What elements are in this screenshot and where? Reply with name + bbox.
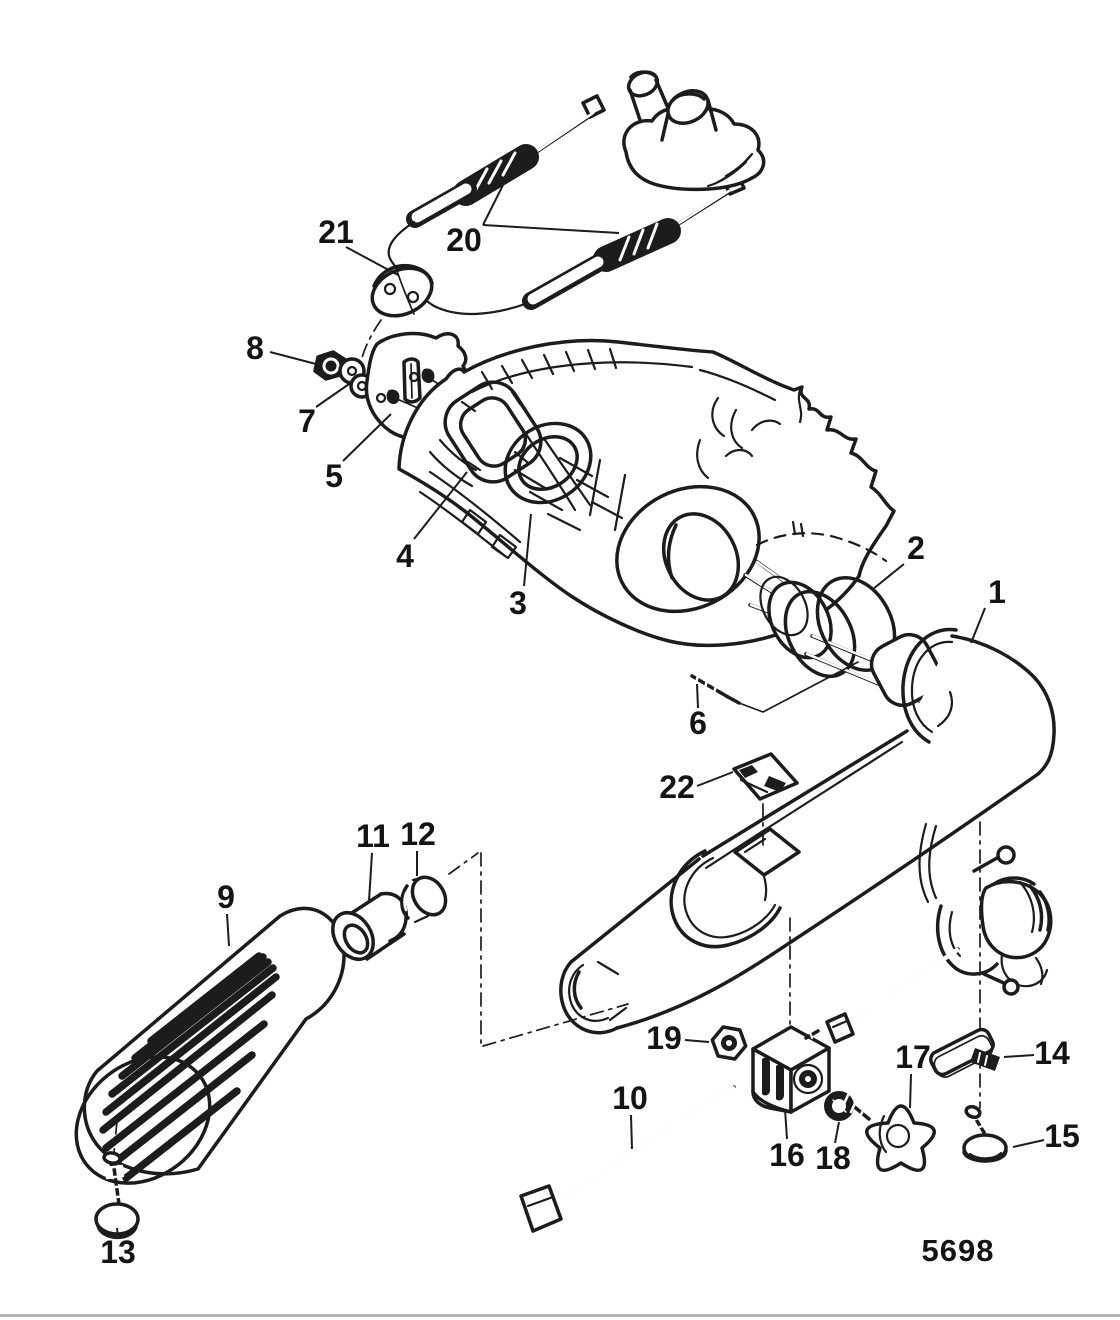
callout-leader-16 (784, 1108, 788, 1140)
callout-leader-2 (872, 563, 905, 590)
callout-leader-21 (345, 246, 399, 276)
callout-label-15: 15 (1044, 1118, 1080, 1154)
cable-block (751, 1025, 831, 1114)
callout-leader-5 (342, 413, 392, 462)
callout-leader-18 (834, 1121, 840, 1144)
callout-leader-19 (684, 1039, 710, 1043)
cable-anchor-part (622, 70, 766, 192)
callout-label-6: 6 (689, 705, 707, 741)
callout-label-21: 21 (318, 214, 354, 250)
callout-label-22: 22 (659, 769, 695, 805)
callout-leader-13 (116, 1227, 119, 1239)
knob-washer (824, 1091, 854, 1121)
assembly-centerline-diagonal (482, 1003, 629, 1047)
callout-label-18: 18 (815, 1140, 851, 1176)
callout-leader-8 (269, 351, 317, 365)
callout-leader-15 (1012, 1139, 1045, 1148)
callout-label-4: 4 (396, 538, 414, 574)
callout-label-19: 19 (646, 1020, 682, 1056)
grip-bushing (331, 891, 408, 961)
callout-label-8: 8 (246, 330, 264, 366)
callout-label-9: 9 (217, 879, 235, 915)
oval-seal (503, 421, 593, 505)
throttle-grip (74, 906, 346, 1185)
callout-leader-10 (630, 1114, 633, 1150)
star-knob (841, 1091, 936, 1172)
callout-label-3: 3 (509, 585, 527, 621)
callout-label-5: 5 (325, 458, 343, 494)
callout-leader-3 (523, 513, 532, 587)
grip-nut (400, 875, 448, 924)
callout-label-12: 12 (400, 816, 436, 852)
bottom-rule (0, 1314, 1120, 1317)
rod-nut (710, 1025, 748, 1061)
pivot-bracket (935, 845, 1053, 996)
tiller-arm (559, 627, 1056, 1109)
strap-clip (732, 752, 799, 801)
extension-rod (519, 1085, 736, 1233)
callout-leader-4 (413, 471, 468, 540)
grip-screw-centerline (113, 1120, 118, 1154)
callout-leader-7 (315, 381, 353, 408)
callout-leader-9 (226, 913, 230, 947)
callout-label-11: 11 (356, 818, 390, 854)
callout-leader-1 (970, 607, 986, 644)
callout-leader-17 (909, 1073, 912, 1109)
callout-label-13: 13 (100, 1234, 136, 1270)
throttle-cable-upper (387, 94, 606, 275)
cable-bracket (359, 263, 434, 369)
callout-label-17: 17 (895, 1039, 931, 1075)
assembly-centerline (448, 852, 479, 875)
anchor-plate (929, 1027, 1000, 1078)
callout-leader-20 (482, 168, 512, 226)
callout-leader-14 (1003, 1054, 1035, 1058)
callout-label-14: 14 (1034, 1035, 1070, 1071)
callout-label-10: 10 (612, 1080, 648, 1116)
set-screw (690, 661, 859, 713)
callout-label-2: 2 (907, 530, 925, 566)
callout-label-20: 20 (446, 222, 482, 258)
callout-label-1: 1 (988, 574, 1006, 610)
callout-leader-20 (482, 224, 620, 234)
callout-label-16: 16 (769, 1137, 805, 1173)
plate-screw (962, 1104, 1008, 1163)
callout-leader-11 (368, 852, 373, 902)
figure-number: 5698 (922, 1233, 995, 1268)
callout-leader-6 (696, 683, 699, 709)
callout-label-7: 7 (298, 403, 316, 439)
callout-leader-22 (696, 771, 734, 787)
